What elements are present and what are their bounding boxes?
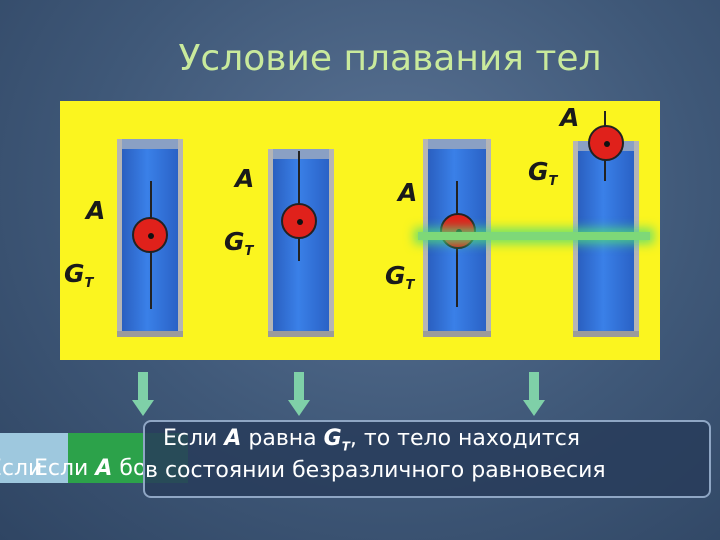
illustration-panel: A GT A GT A GT A GT [60,101,660,360]
caption-fragment-1: Если [0,456,43,481]
label-a-1: A [86,196,106,225]
ball-3 [440,213,476,249]
caption-main-line2: в состоянии безразличного равновесия [145,458,606,483]
ball-2 [281,203,317,239]
down-arrow-icon-3 [523,372,545,416]
ball-1 [132,217,168,253]
caption-main-line1: Если A равна GT, то тело находится [163,426,581,454]
ball-4 [588,125,624,161]
caption-box-cyan [0,433,70,483]
label-g-1: GT [64,259,94,291]
label-g-2: GT [224,227,254,259]
down-arrow-icon-1 [132,372,154,416]
slide-title: Условие плавания тел [178,38,602,79]
equilibrium-highlight-line [418,232,650,240]
caption-box-main [143,420,711,498]
label-g-3: GT [385,261,415,293]
caption-fragment-2: Если A бо [34,456,147,481]
down-arrow-icon-2 [288,372,310,416]
label-a-4: A [560,103,580,132]
cylinder-2 [268,149,334,337]
label-a-2: A [235,164,255,193]
label-g-4: GT [528,157,558,189]
label-a-3: A [398,178,418,207]
